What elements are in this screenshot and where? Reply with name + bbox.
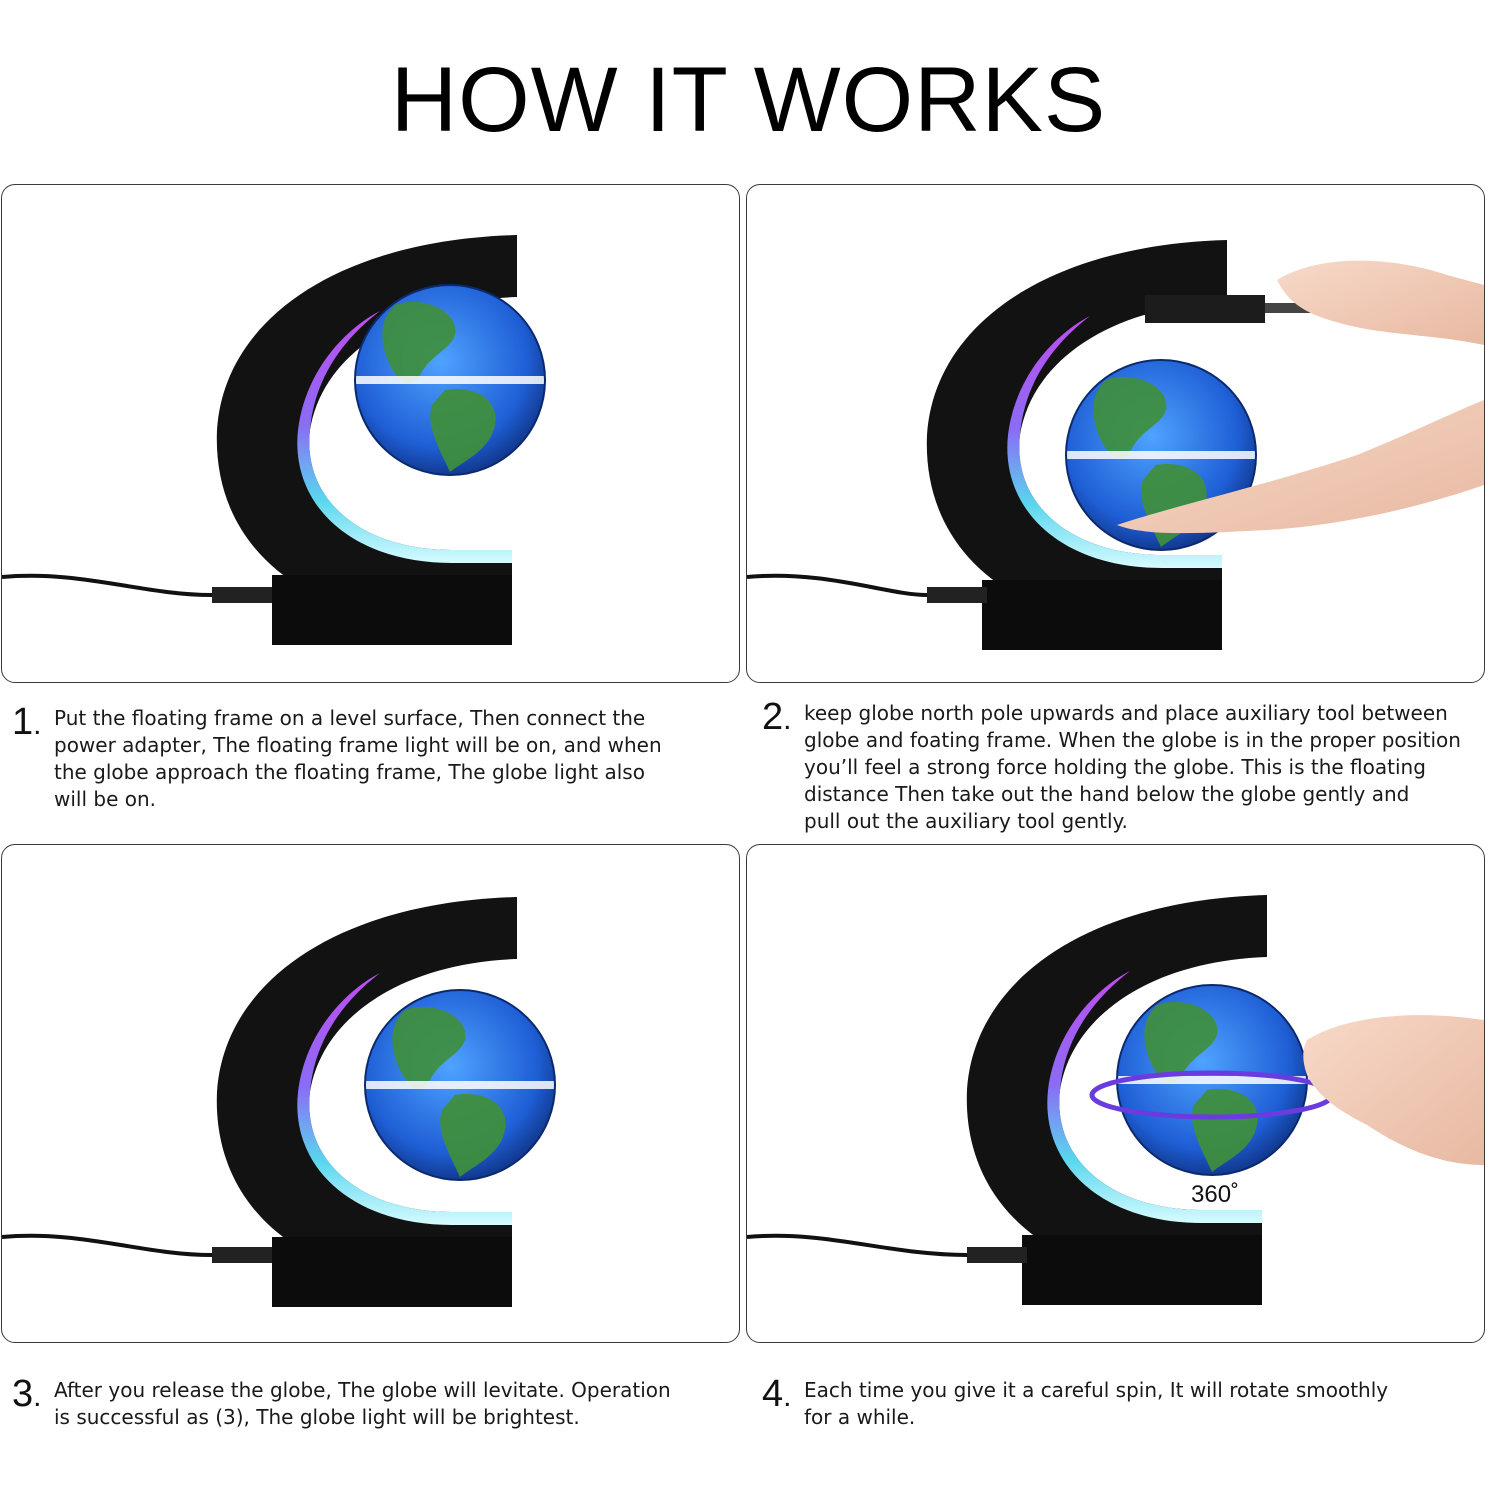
step-4-caption: 4. Each time you give it a careful spin,… (762, 1373, 1482, 1447)
step-3-text: After you release the globe, The globe w… (54, 1378, 671, 1429)
step-3-caption: 3. After you release the globe, The glob… (12, 1373, 732, 1447)
step-3-number: 3. (12, 1373, 42, 1415)
step-2-text: keep globe north pole upwards and place … (804, 701, 1461, 833)
step-1-caption: 1. Put the floating frame on a level sur… (12, 701, 732, 825)
page-title: HOW IT WORKS (390, 49, 1107, 151)
step-4-image: 360˚ (746, 844, 1485, 1343)
step-4-text: Each time you give it a careful spin, It… (804, 1378, 1389, 1429)
step-2-caption: 2. keep globe north pole upwards and pla… (762, 696, 1497, 840)
step-1-image (1, 184, 740, 683)
step-2-image (746, 184, 1485, 683)
step-1-number: 1. (12, 701, 42, 743)
rotation-label: 360˚ (1191, 1181, 1240, 1208)
step-2-number: 2. (762, 696, 792, 738)
step-4-number: 4. (762, 1373, 792, 1415)
step-1-text: Put the floating frame on a level surfac… (54, 706, 662, 811)
step-3-image (1, 844, 740, 1343)
